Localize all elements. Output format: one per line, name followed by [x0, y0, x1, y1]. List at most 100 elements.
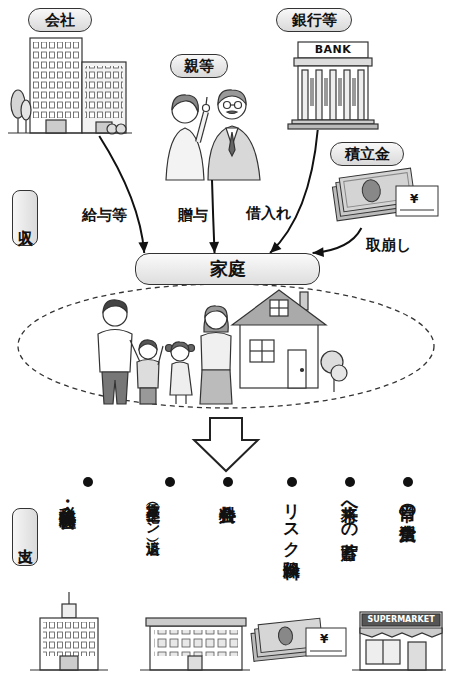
bank-building: [344, 70, 350, 120]
connector-line: [99, 136, 144, 253]
family-figure: [175, 395, 176, 404]
family-figure: [200, 370, 232, 404]
house-drawing: [270, 307, 288, 308]
tax-office-building: [68, 592, 69, 604]
currency-mark: ¥: [320, 632, 328, 646]
supermarket-building: [366, 640, 400, 664]
company-building: [46, 120, 66, 133]
tax-office-building: [43, 622, 95, 656]
parents-figure: [206, 97, 207, 105]
expense-item: 税金・ 社会保険料: [58, 492, 78, 596]
parents-figure: [218, 90, 246, 104]
source-label: 親等: [170, 54, 228, 78]
house-drawing: [250, 350, 274, 351]
source-label: 積立金: [330, 142, 404, 166]
supermarket-building: [382, 640, 383, 664]
family-figure: [98, 300, 232, 404]
bank-building: [298, 66, 368, 120]
company-building: [82, 62, 126, 133]
edge-label: 取崩し: [366, 236, 411, 255]
insurance-money: [250, 618, 346, 661]
bullet-dot: [83, 477, 93, 487]
family-figure: [185, 395, 186, 404]
expense-item: リスク保険料: [282, 492, 302, 602]
family-figure: [140, 388, 156, 404]
bank-building: [352, 78, 356, 106]
household-text: 家庭: [210, 257, 246, 281]
parents-figure: [227, 111, 237, 114]
company-building: [8, 132, 132, 133]
apartment-building: [140, 669, 250, 670]
source-group: 積立金: [326, 140, 444, 228]
section-tag: 収入: [12, 190, 38, 246]
house-drawing: [288, 350, 306, 388]
house-drawing: [270, 300, 288, 316]
house-drawing: [331, 365, 347, 381]
sign-text: BANK: [298, 43, 368, 56]
family-figure: [170, 362, 192, 395]
household-box: 家庭: [135, 253, 320, 285]
bank-building: [316, 70, 322, 120]
flow-arrow: [194, 418, 258, 471]
supermarket-building: [362, 614, 440, 626]
parents-figure: [224, 102, 231, 109]
bullet-dot: [345, 477, 355, 487]
family-figure: [137, 360, 159, 389]
parents-figure: [231, 104, 235, 105]
edge-label: 給与等: [82, 206, 127, 225]
house-drawing: [232, 290, 326, 325]
connector-line: [270, 130, 318, 253]
parents-figure: [198, 112, 206, 142]
tax-office-building: [30, 669, 108, 670]
bank-building: [288, 42, 378, 129]
arrow-connector: [270, 130, 318, 253]
parents-figure: [166, 90, 260, 180]
house-drawing: [250, 340, 274, 362]
arrow-head: [209, 242, 219, 253]
household-boundary: [18, 284, 434, 408]
family-figure: [139, 340, 157, 349]
tax-office-building: [40, 618, 98, 670]
house-drawing: [240, 322, 318, 388]
arrow-head: [270, 242, 281, 253]
parents-figure: [198, 112, 206, 142]
source-label: 会社: [28, 8, 92, 32]
parents-figure: [203, 105, 210, 112]
family-figure: [171, 342, 189, 351]
sign-text: SUPERMARKET: [362, 614, 440, 626]
apartment-building: [188, 656, 202, 670]
expense-item: 日常の生活費: [398, 492, 418, 602]
section-tag: 支出: [12, 508, 38, 566]
insurance-money: [306, 628, 346, 656]
tax-office-building: [62, 604, 76, 618]
apartment-building: [154, 630, 238, 656]
parents-figure: [172, 95, 198, 112]
supermarket-building: [360, 612, 442, 670]
family-figure: [205, 306, 227, 318]
house-drawing: [301, 369, 304, 372]
bank-building: [310, 78, 314, 106]
parents-figure: [229, 132, 235, 156]
edge-label: 贈与: [178, 206, 208, 225]
supermarket-building: [352, 612, 446, 670]
apartment-building: [150, 626, 242, 670]
bullet-dot: [165, 477, 175, 487]
supermarket-building: [352, 669, 446, 670]
bank-building: [288, 124, 378, 129]
bank-building: [294, 58, 372, 66]
company-building: [30, 38, 82, 133]
insurance-money: [278, 626, 294, 645]
parents-figure: [235, 102, 242, 109]
family-figure: [102, 372, 128, 404]
company-building: [33, 42, 79, 118]
apartment-building: [140, 618, 250, 670]
family-figure: [158, 346, 163, 365]
expense-item: 将来への貯蓄: [340, 492, 360, 602]
arrow-head: [138, 242, 148, 253]
parents-figure: [208, 126, 260, 180]
source-group: 親等: [158, 52, 266, 180]
source-group: 銀行等: [270, 6, 376, 130]
